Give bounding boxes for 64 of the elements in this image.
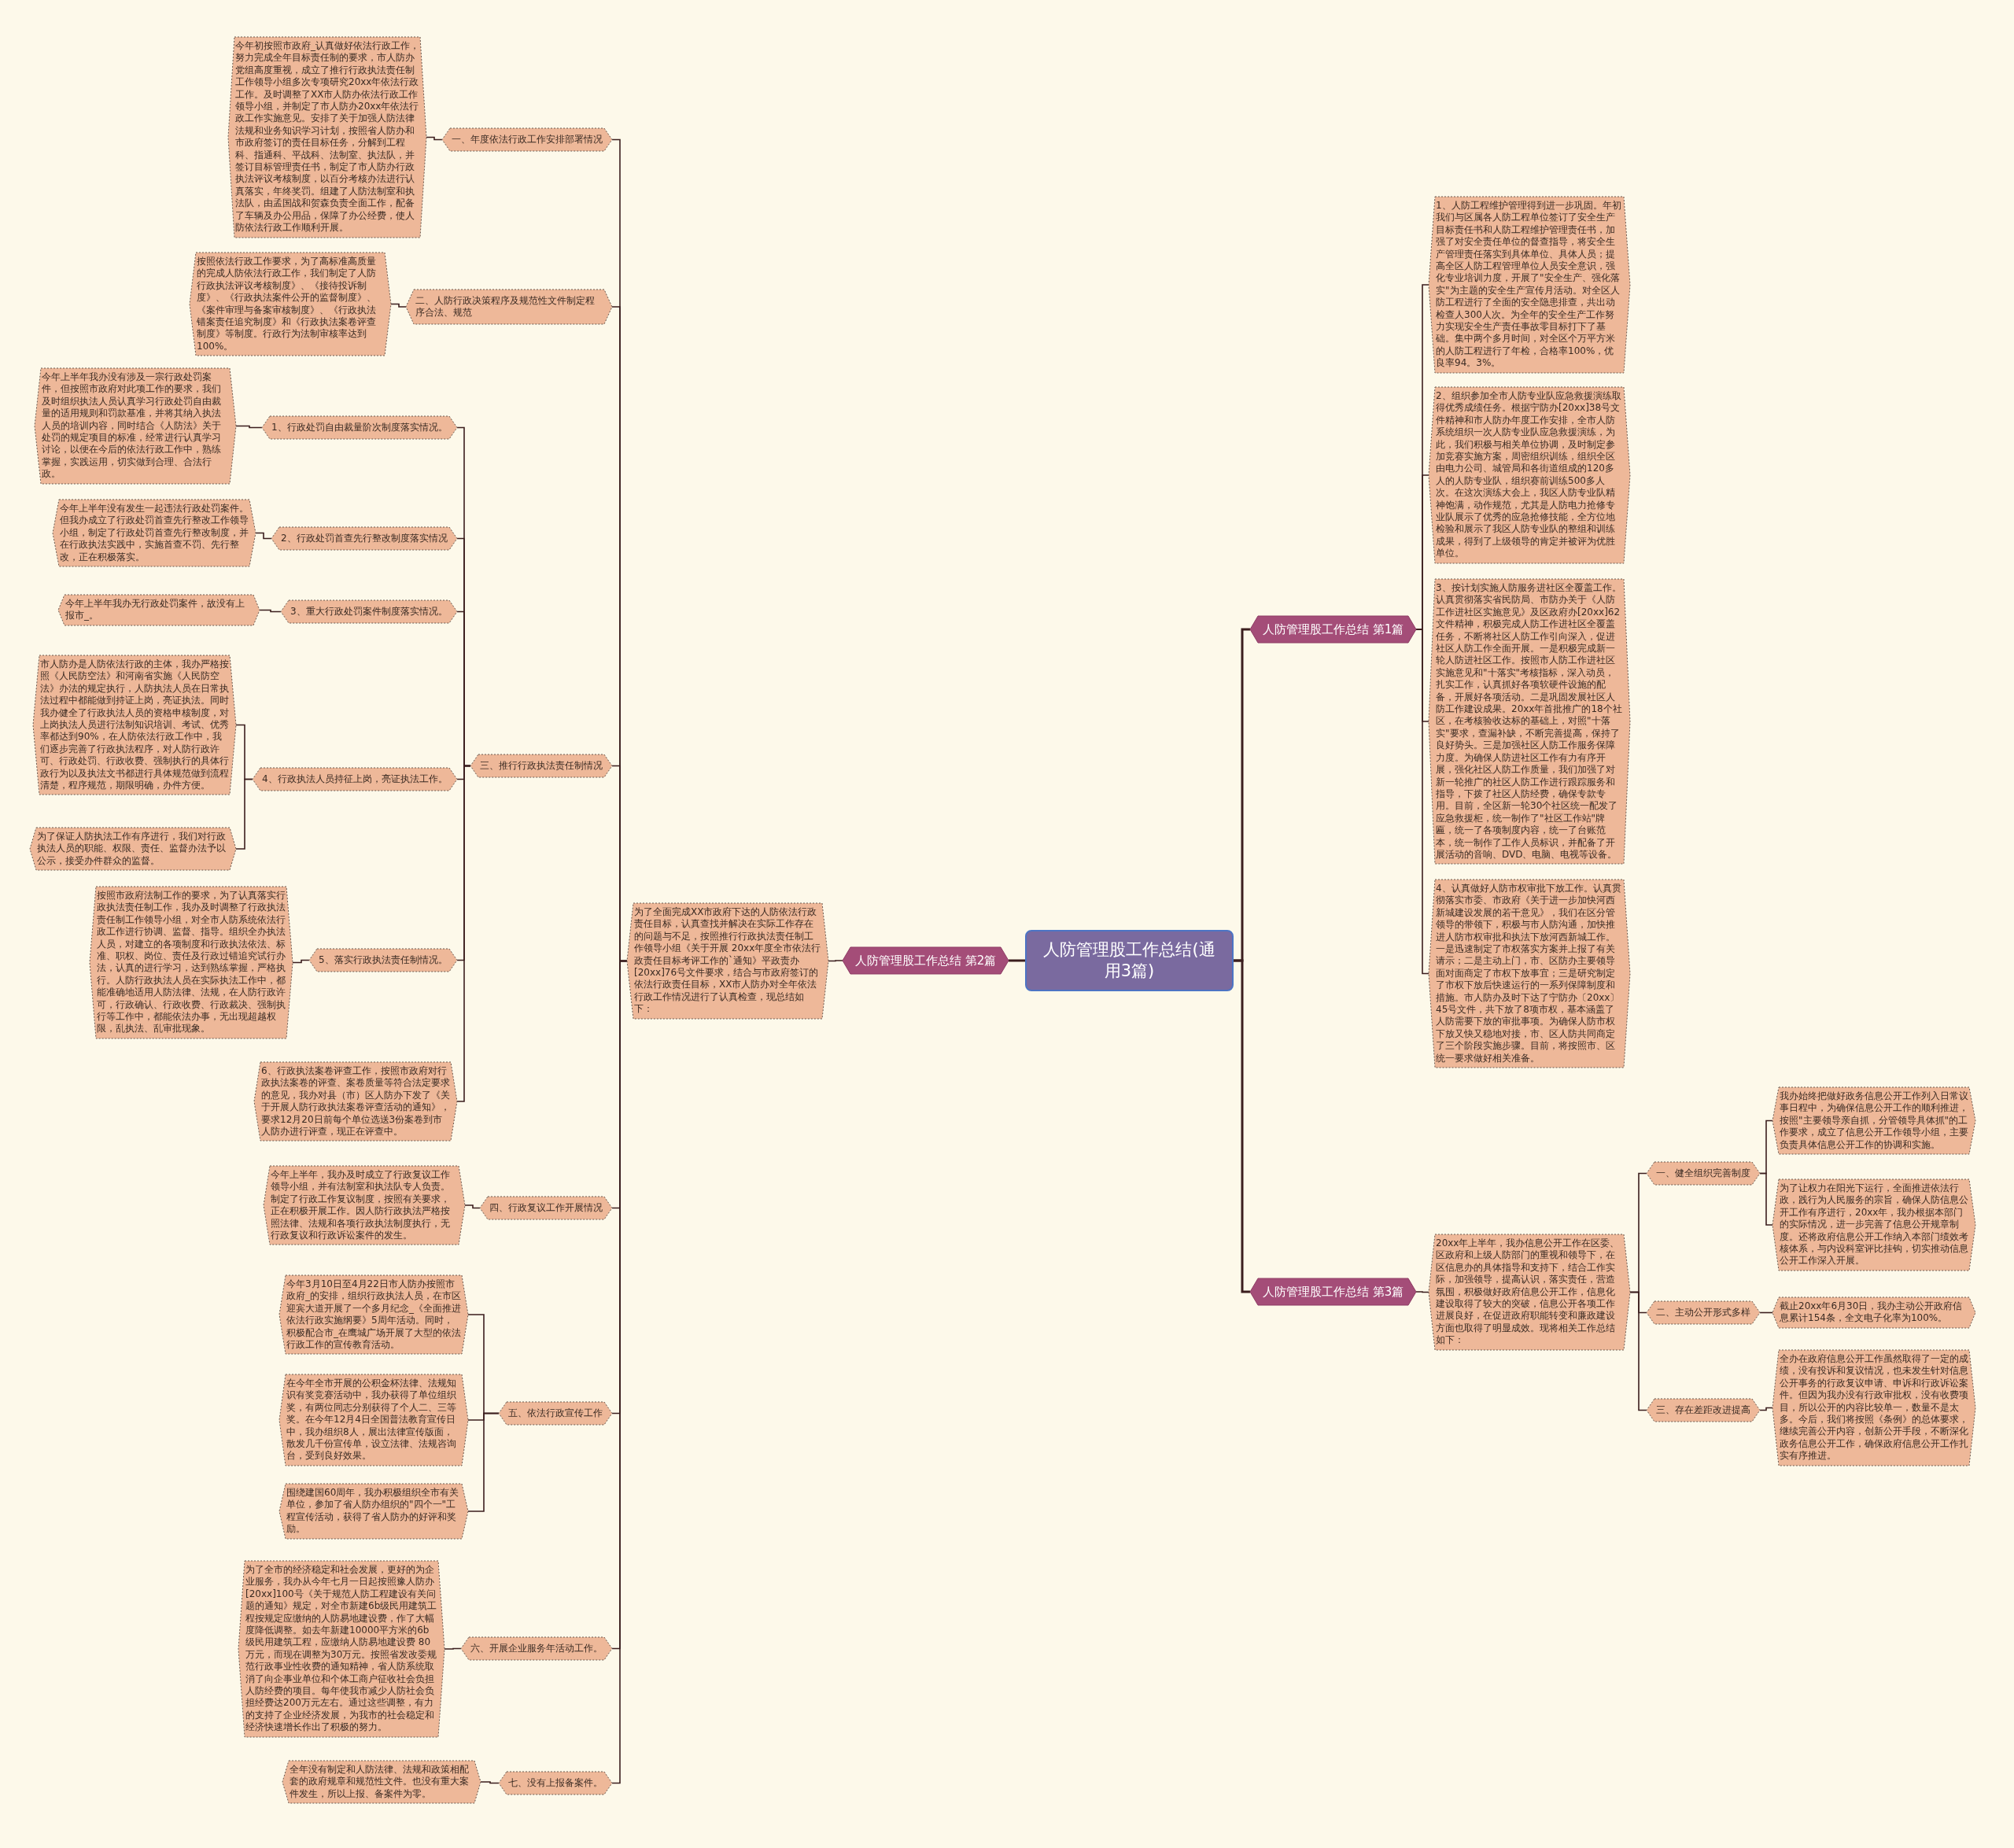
note-box: 今年3月10日至4月22日市人防办按照市政府_的安排，组织行政执法人员，在市区迎宾大道开展了一个多月纪念_《全面推进依法行政实施纲要》5周年活动。同时，积极配合市_在鹰城广场开展了大型的依法行政工作的宣传教育活动。 — [279, 1275, 468, 1355]
branch-topic: 人防管理股工作总结 第3篇 — [1250, 1278, 1417, 1305]
connector — [292, 959, 310, 964]
subtopic-box: 一、年度依法行政工作安排部署情况 — [442, 128, 612, 151]
connector — [255, 532, 272, 540]
subtopic-box: 1、行政处罚自由裁量阶次制度落实情况。 — [262, 416, 457, 439]
connector — [1234, 959, 1250, 1293]
note-box: 今年初按照市政府_认真做好依法行政工作，努力完成全年目标责任制的要求，市人防办党组高度重视，成立了推行行政执法责任制工作领导小组多次专项研究20xx年依法行政工作。及时调整了XX市人防办依法行政工作领导小组，并制定了市人防办20xx年依法行政工作实施意见。安排了关于加强人防法律法规和业务知识学习计划，按照省人防办和市政府签订的责任目标任务，分解到工程科、指通科、平战科、法制室、执法队，并签订目标管理责任书，制定了市人防办行政执法评议考核制度，以百分考核办法进行认真落实，年终奖罚。组建了人防法制室和执法队，由孟国战和贺森负责全面工作，配备了车辆及办公用品，保障了办公经费，使人防依法行政工作顺利开展。 — [228, 37, 426, 238]
connector — [259, 609, 282, 613]
connector — [426, 136, 443, 141]
central-topic: 人防管理股工作总结(通用3篇) — [1025, 930, 1234, 991]
note-box: 今年上半年没有发生一起违法行政处罚案件。但我办成立了行政处罚首查先行整改工作领导小组，制定了行政处罚首查先行整改制度，并在行政执法实践中，实施首查不罚、先行整改，正在积极落实。 — [53, 500, 256, 567]
note-box: 围绕建国60周年，我办积极组织全市有关单位，参加了省人防办组织的"四个一"工程宣传活动，获得了省人防办的好评和奖励。 — [279, 1484, 468, 1539]
branch-topic: 人防管理股工作总结 第2篇 — [843, 947, 1009, 974]
subtopic-box: 三、推行行政执法责任制情况 — [470, 754, 612, 777]
note-box: 为了全面完成XX市政府下达的人防依法行政责任目标，认真查找并解决在实际工作存在的问题与不足，按照推行行政执法责任制工作领导小组《关于开展 20xx年度全市依法行政责任目标考评工作的`通知》平政责办[20xx]76号文件要求，结合与市政府签订的依法行政责任目标，XX市人防办对全年依法行政工作情况进行了认真检查，现总结如下： — [627, 903, 828, 1019]
note-box: 为了保证人防执法工作有序进行，我们对行政执法人员的职能、权限、责任、监督办法予以公示，接受办件群众的监督。 — [30, 828, 236, 871]
connector — [611, 960, 628, 1784]
connector — [444, 1647, 462, 1650]
subtopic-box: 一、健全组织完善制度 — [1647, 1162, 1760, 1185]
connector — [480, 1781, 500, 1784]
subtopic-box: 四、行政复议工作开展情况 — [480, 1197, 612, 1219]
note-box: 为了让权力在阳光下运行，全面推进依法行政，践行为人民服务的宗旨，确保人防信息公开工作有序进行，20xx年，我办根据本部门的实际情况，进一步完善了信息公开规章制度。还将政府信息公开工作纳入本部门绩效考核体系，与内设科室评比挂钩，切实推动信息公开工作深入开展。 — [1772, 1179, 1975, 1271]
connector — [390, 303, 407, 308]
subtopic-box: 4、行政执法人员持征上岗，亮证执法工作。 — [253, 768, 457, 791]
note-box: 2、组织参加全市人防专业队应急救援演练取得优秀成绩任务。根据宁防办[20xx]38号文件精神和市人防办年度工作安排，全市人防系统组织一次人防专业队应急救援演练，为此，我们积极与相关单位协调，及时制定参加竞赛实施方案，周密组织训练，组织全区由电力公司、城管局和各街道组成的120多人的人防专业队，组织赛前训练500多人次。在这次演练大会上，我区人防专业队精神饱满，动作规范，尤其是人防电力抢修专业队展示了优秀的应急抢修技能，全方位地检验和展示了我区人防专业队的整组和训练成果，得到了上级领导的肯定并被评为优胜单位。 — [1429, 387, 1630, 563]
note-box: 3、按计划实施人防服务进社区全覆盖工作。认真贯彻落实省民防局、市防办关于《人防工作进社区实施意见》及区政府办[20xx]62文件精神，积极完成人防工作进社区全覆盖任务，不断将社区人防工作引向深入，促进社区人防工作全面开展。一是积极完成新一轮人防进社区工作。按照市人防工作进社区实施意见和"十落实"考核指标，深入动员，扎实工作，认真抓好各项软硬件设施的配备，开展好各项活动。二是巩固发展社区人防工作建设成果。20xx年首批推广的18个社区，在考核验收达标的基础上，对照"十落实"要求，查漏补缺，不断完善提高，保持了良好势头。三是加强社区人防工作服务保障力度。为确保人防进社区工作有力有序开展，强化社区人防工作质量，我们加强了对新一轮推广的社区人防工作进行跟踪服务和指导，下拨了社区人防经费，确保专款专用。目前，全区新一轮30个社区统一配发了应急救援柜，统一制作了"社区工作站"牌匾，统一了各项制度内容，统一了台账范本，统一制作了工作人员标识，并配备了开展活动的音响、DVD、电脑、电视等设备。 — [1429, 579, 1630, 865]
note-box: 20xx年上半年，我办信息公开工作在区委、区政府和上级人防部门的重视和领导下，在区信息办的具体指导和支持下，结合工作实际，加强领导，提高认识，落实责任，营造氛围，积极做好政府信息公开工作，信息化建设取得了较大的突破，信息公开各项工作进展良好，在促进政府职能转变和廉政建设方面也取得了明显成效。现将相关工作总结如下： — [1429, 1234, 1630, 1350]
subtopic-box: 2、行政处罚首查先行整改制度落实情况 — [271, 527, 457, 550]
note-box: 全办在政府信息公开工作虽然取得了一定的成绩，没有投诉和复议情况，也未发生针对信息公开事务的行政复议申请、申诉和行政诉讼案件。但因为我办没有行政审批权，没有收费项目，所以公开的内容比较单一，数量不是太多。今后，我们将按照《条例》的总体要求，继续完善公开内容，创新公开手段，不断深化政务信息公开工作，确保政府信息公开工作扎实有序推进。 — [1772, 1350, 1975, 1466]
subtopic-box: 二、主动公开形式多样 — [1647, 1301, 1760, 1324]
connector — [235, 778, 253, 850]
note-box: 为了全市的经济稳定和社会发展，更好的为企业服务，我办从今年七月一日起按照豫人防办[20xx]100号《关于规范人防工程建设有关问题的通知》规定，对全市新建6b级民用建筑工程按规定应缴纳的人防易地建设费，作了大幅度降低调整。如去年新建10000平方米的6b级民用建筑工程，应缴纳人防易地建设费 80万元，而现在调整为30万元。按照省发改委规范行政事业性收费的通知精神，省人防系统取消了向企事业单位和个体工商户征收社会负担人防经费的项目。每年使我市减少人防社会负担经费达200万元左右。通过这些调整，有力的支持了企业经济发展，为我市的社会稳定和经济快速增长作出了积极的努力。 — [238, 1561, 444, 1737]
connector — [1759, 1172, 1773, 1226]
note-box: 6、行政执法案卷评查工作，按照市政府对行政执法案卷的评查、案卷质量等符合法定要求的意见，我办对县（市）区人防办下发了《关于开展人防行政执法案卷评查活动的通知》，要求12月20日前每个单位选送3份案卷到市人防办进行评查，现正在评查中。 — [254, 1062, 457, 1142]
connector — [1759, 1407, 1773, 1411]
connector — [467, 1412, 500, 1512]
subtopic-box: 七、没有上报备案件。 — [499, 1772, 612, 1795]
subtopic-box: 5、落实行政执法责任制情况。 — [309, 949, 457, 972]
subtopic-box: 六、开展企业服务年活动工作。 — [461, 1637, 612, 1660]
note-box: 市人防办是人防依法行政的主体，我办严格按照《人民防空法》和河南省实施《人民防空法》办法的规定执行，人防执法人员在日常执法过程中都能做到持证上岗，亮证执法。同时我办健全了行政执法人员的资格申核制度，对上岗执法人员进行法制知识培训、考试、优秀率都达到90%，在人防依法行政工作中，我们逐步完善了行政执法程序，对人防行政许可、行政处罚、行政收费、强制执行的具体行政行为以及执法文书都进行具体规范做到流程清楚，程序规范，期限明确，办件方便。 — [33, 655, 236, 795]
note-box: 1、人防工程维护管理得到进一步巩固。年初我们与区属各人防工程单位签订了安全生产目标责任书和人防工程维护管理责任书，加强了对安全责任单位的督查指导，将安全生产管理责任落实到具体单位、具体人员；提高全区人防工程管理单位人员安全意识，强化专业培训力度，开展了"安全生产、强化落实"为主题的安全生产宣传月活动。对全区人防工程进行了全面的安全隐患排查，共出动检查人300人次。为全年的安全生产工作努力实现安全生产责任事故零目标打下了基础。集中两个多月时间，对全区个万平方米的人防工程进行了年检，合格率100%，优良率94。3%。 — [1429, 197, 1630, 373]
note-box: 在今年全市开展的公积金杯法律、法规知识有奖竞赛活动中，我办获得了单位组织奖，有两位同志分别获得了个人二、三等奖。在今年12月4日全国普法教育宣传日中，我办组织8人，展出法律宣传版面，散发几千份宣传单，设立法律、法规咨询台，受到良好效果。 — [279, 1374, 468, 1466]
subtopic-box: 三、存在差距改进提高 — [1647, 1399, 1760, 1422]
subtopic-box: 3、重大行政处罚案件制度落实情况。 — [281, 600, 457, 623]
subtopic-box: 二、人防行政决策程序及规范性文件制定程序合法、规范 — [406, 290, 612, 324]
branch-topic: 人防管理股工作总结 第1篇 — [1250, 616, 1417, 643]
connector — [464, 1204, 481, 1209]
connector — [1009, 959, 1025, 962]
note-box: 按照依法行政工作要求，为了高标准高质量的完成人防依法行政工作，我们制定了人防行政执法评议考核制度》、《接待投诉制度》、《行政执法案件公开的监督制度》、《案件审理与备案审核制度》、《行政执法错案责任追究制度》和《行政执法案卷评查制度》等制度。行政行为法制审核率达到100%。 — [190, 253, 391, 356]
note-box: 全年没有制定和人防法律、法规和政策相配套的政府规章和规范性文件。也没有重大案件发生，所以上报、备案件为零。 — [282, 1761, 481, 1804]
note-box: 今年上半年，我办及时成立了行政复议工作领导小组，并有法制室和执法队专人负责。制定了行政工作复议制度，按照有关要求，正在积极开展工作。因人防行政执法严格按照法律、法规和各项行政执法制度执行，无行政复议和行政诉讼案件的发生。 — [264, 1166, 465, 1245]
note-box: 按照市政府法制工作的要求，为了认真落实行政执法责任制工作，我办及时调整了行政执法责任制工作领导小组，对全市人防系统依法行政工作进行协调、监督、指导。组织全办执法人员，对建立的各项制度和行政执法依法、标准、职权、岗位、责任及行政过错追究试行办法，认真的进行学习，达到熟练掌握，严格执行。人防行政执法人员在实际执法工作中，都能准确地适用人防法律、法规，在人防行政许可，行政确认、行政收费、行政裁决、强制执行等工作中，都能依法办事，无出现超越权限，乱执法、乱审批现象。 — [90, 887, 293, 1038]
connector — [828, 960, 843, 962]
note-box: 今年上半年我办没有涉及一宗行政处罚案件，但按照市政府对此项工作的要求，我们及时组织执法人员认真学习行政处罚自由裁量的适用规则和罚款基准，并将其纳入执法人员的培训内容，同时结合《人防法》关于处罚的规定项目的标准，经常进行认真学习讨论，以便在今后的依法行政工作中，熟练掌握，实践运用，切实做到合理、合法行政。 — [35, 368, 236, 484]
note-box: 今年上半年我办无行政处罚案件，故没有上报市_。 — [58, 595, 260, 625]
note-box: 截止20xx年6月30日，我办主动公开政府信息累计154条，全文电子化率为100%。 — [1772, 1297, 1975, 1328]
connector — [235, 425, 263, 429]
connector — [456, 765, 471, 1102]
connector — [1415, 1291, 1429, 1293]
note-box: 我办始终把做好政务信息公开工作列入日常议事日程中，为确保信息公开工作的顺利推进，按照"主要领导亲自抓，分管领导具体抓"的工作要求，成立了信息公开工作领导小组，主要负责具体信息公开工作的协调和实施。 — [1772, 1087, 1975, 1155]
connector — [1629, 1291, 1647, 1411]
subtopic-box: 五、依法行政宣传工作 — [499, 1402, 612, 1425]
note-box: 4、认真做好人防市权审批下放工作。认真贯彻落实市委、市政府《关于进一步加快河西新城建设发展的若干意见》，我们在区分管领导的带领下，积极与市人防沟通，加快推进人防市权审批和执法下放河西新城工作。一是迅速制定了市权落实方案并上报了有关请示；二是主动上门，市、区防办主要领导面对面商定了市权下放事宜；三是研究制定了市权下放后快速运行的一系列保障制度和措施。市人防办及时下达了宁防办〔20xx〕45号文件，共下放了8项市权，基本涵盖了人防需要下放的审批事项。为确保人防市权下放又快又稳地对接，市、区人防共同商定了三个阶段实施步骤。目前，将按照市、区统一要求做好相关准备。 — [1429, 880, 1630, 1068]
